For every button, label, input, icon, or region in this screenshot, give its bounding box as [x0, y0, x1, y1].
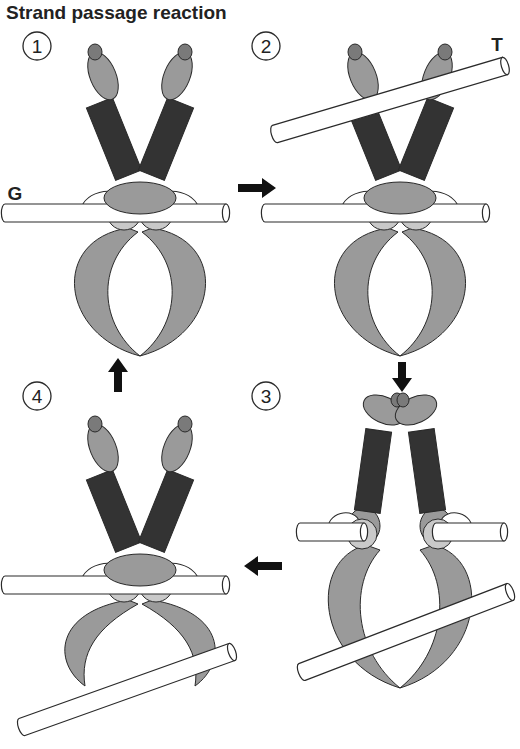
dna-end	[499, 56, 511, 75]
callout-number: 3	[261, 387, 272, 406]
atpase-tip	[88, 44, 102, 60]
transducer-bar	[408, 429, 445, 514]
c-gate-band	[140, 228, 206, 356]
topoisomerase	[261, 44, 511, 356]
core-domain	[104, 182, 176, 214]
strand-label: G	[8, 184, 23, 203]
callout-number: 1	[32, 37, 43, 56]
atpase-cap	[391, 389, 442, 431]
transducer-bar	[354, 429, 391, 514]
transducer-bar	[86, 470, 141, 553]
transducer-bar	[138, 470, 193, 553]
dna-segment	[296, 523, 367, 541]
dna-end	[222, 576, 229, 594]
dna-segment	[269, 56, 511, 143]
dna-body	[296, 523, 364, 541]
c-gate-band	[74, 228, 140, 356]
step-arrow	[244, 556, 282, 576]
core-domain	[364, 182, 436, 214]
dna-end	[222, 204, 229, 222]
callout-number: 4	[32, 387, 43, 406]
diagram-title: Strand passage reaction	[6, 2, 227, 24]
dna-end	[503, 582, 516, 601]
transducer-bar	[398, 98, 453, 181]
dna-body	[295, 584, 513, 682]
step-arrow	[238, 178, 276, 198]
dna-body	[269, 57, 508, 143]
atpase-cap	[82, 48, 125, 104]
callout-circle	[252, 32, 280, 60]
atpase-tip	[88, 416, 102, 432]
atpase-tip	[348, 44, 362, 60]
dna-end	[360, 523, 367, 541]
topoisomerase	[1, 416, 238, 737]
step-arrow	[392, 362, 412, 392]
callout-number: 2	[261, 37, 272, 56]
left-half	[65, 416, 142, 686]
atpase-cap	[156, 420, 199, 476]
atpase-tip	[397, 393, 409, 407]
core-domain	[104, 554, 176, 586]
atpase-tip	[178, 44, 192, 60]
c-gate-band	[65, 600, 138, 686]
dna-end	[482, 204, 489, 222]
transducer-bar	[86, 98, 141, 181]
callout-circle	[23, 382, 51, 410]
dna-body	[432, 523, 504, 541]
transducer-bar	[138, 98, 193, 181]
callout-circle	[23, 32, 51, 60]
step-arrow	[108, 358, 128, 392]
topoisomerase	[1, 44, 229, 356]
topoisomerase	[295, 389, 516, 688]
dna-segment	[16, 642, 239, 736]
dna-end	[226, 642, 239, 661]
atpase-tip	[438, 44, 452, 60]
strand-label: T	[491, 35, 503, 54]
c-gate-band	[334, 228, 400, 356]
callout-circle	[252, 382, 280, 410]
c-gate-band	[400, 228, 466, 356]
atpase-cap	[82, 420, 125, 476]
mirror-half	[138, 416, 215, 686]
callout-circles	[23, 32, 280, 410]
dna-segment	[295, 582, 516, 681]
dna-end	[500, 523, 507, 541]
atpase-tip	[178, 416, 192, 432]
dna-segment	[432, 523, 507, 541]
atpase-cap	[156, 48, 199, 104]
dna-body	[16, 644, 235, 737]
